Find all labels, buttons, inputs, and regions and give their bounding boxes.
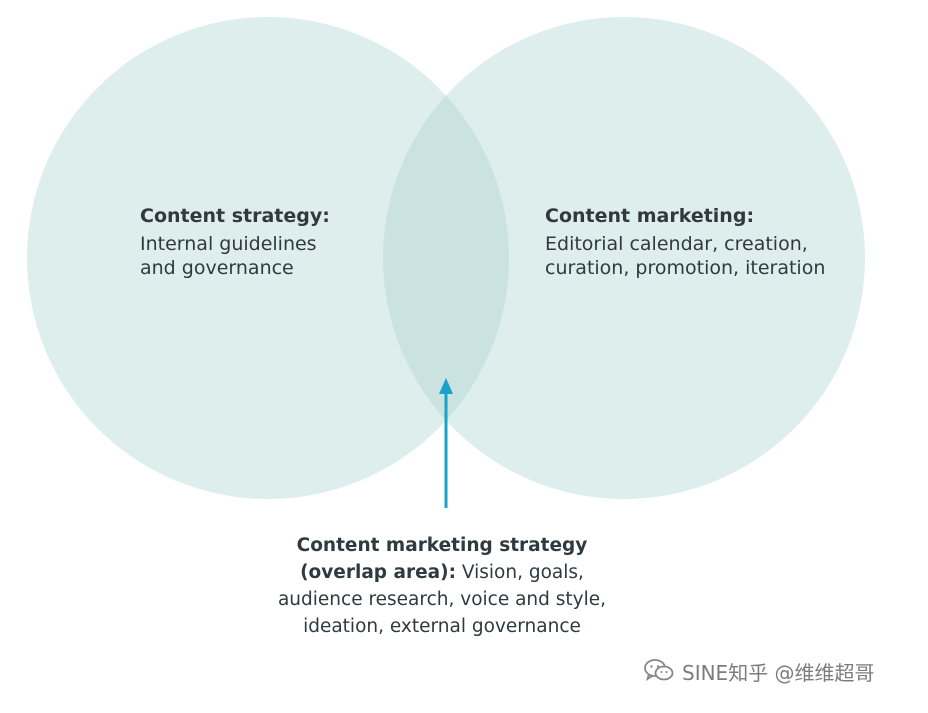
watermark: SINE知乎 @维维超哥 xyxy=(644,656,875,686)
left-circle-line-1: Internal guidelines xyxy=(140,233,317,255)
overlap-subtitle-bold: (overlap area): xyxy=(300,562,456,583)
watermark-text: SINE知乎 @维维超哥 xyxy=(682,660,875,685)
overlap-subtitle-rest: Vision, goals, xyxy=(455,562,584,583)
overlap-line-3: ideation, external governance xyxy=(303,616,581,637)
arrow-up xyxy=(439,378,453,508)
right-circle-title: Content marketing: xyxy=(545,205,755,227)
left-circle-title: Content strategy: xyxy=(140,205,330,227)
right-circle-line-2: curation, promotion, iteration xyxy=(545,257,826,279)
overlap-title: Content marketing strategy xyxy=(296,535,588,556)
overlap-label: Content marketing strategy (overlap area… xyxy=(250,532,634,640)
wechat-icon xyxy=(644,658,674,684)
overlap-line-1: (overlap area): Vision, goals, xyxy=(250,559,634,586)
right-circle xyxy=(383,17,865,499)
left-circle xyxy=(27,17,509,499)
overlap-line-2: audience research, voice and style, xyxy=(277,589,607,610)
left-circle-label: Content strategy: Internal guidelines an… xyxy=(140,204,330,280)
arrow-head xyxy=(439,378,453,394)
right-circle-line-1: Editorial calendar, creation, xyxy=(545,233,808,255)
right-circle-label: Content marketing: Editorial calendar, c… xyxy=(545,204,825,280)
left-circle-line-2: and governance xyxy=(140,257,294,279)
